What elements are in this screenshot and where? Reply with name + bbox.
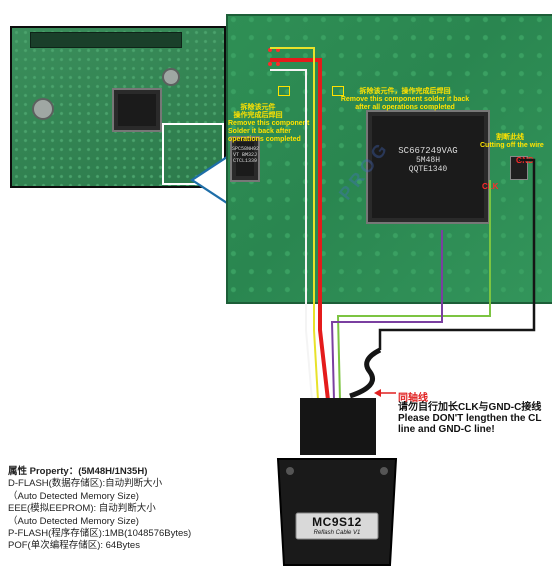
connector-label: MC9S12: [312, 515, 362, 529]
property-line: POF(单次编程存储区): 64Bytes: [8, 540, 140, 552]
side-chip: SPC58NH92 VT BM32J CTCL1339: [230, 136, 260, 182]
property-info: 属性 Property：(5M48H/1N35H) D-FLASH(数据存储区)…: [8, 466, 191, 553]
note-cut-line: 割断此线 Cutting off the wire: [480, 134, 544, 149]
small-board-capacitor: [32, 98, 54, 120]
side-chip-label: SPC58NH92 VT BM32J CTCL1339: [232, 146, 260, 164]
coax-note-en2: line and GND-C line!: [398, 424, 495, 435]
property-line: P-FLASH(程序存储区):1MB(1048576Bytes): [8, 528, 192, 540]
property-line: EEE(模拟EEPROM): 自动判断大小: [8, 503, 156, 515]
property-line: （Auto Detected Memory Size): [8, 490, 139, 502]
coax-note: 请勿自行加长CLK与GND-C接线 Please DON'T lengthen …: [398, 402, 542, 435]
coax-note-cn: 请勿自行加长CLK与GND-C接线: [398, 402, 542, 413]
removable-component-left: [278, 86, 290, 96]
small-board-capacitor: [162, 68, 180, 86]
main-chip-line2: 5M48H: [415, 156, 440, 165]
large-board-photo: SPC58NH92 VT BM32J CTCL1339 SC667249VAG …: [226, 14, 552, 304]
small-board-photo: [10, 26, 226, 188]
oscillator: [510, 156, 528, 180]
connector-sublabel: Reflash Cable V1: [313, 530, 361, 536]
small-board-highlight-frame: [162, 123, 224, 185]
pointer-triangle: [190, 155, 228, 205]
main-chip: SC667249VAG 5M48H QQTE1340: [366, 110, 490, 224]
connector-shell: [276, 458, 398, 566]
property-line: （Auto Detected Memory Size): [8, 515, 139, 527]
small-board-connector: [30, 32, 182, 48]
property-title: 属性 Property：(5M48H/1N35H): [8, 466, 148, 477]
coax-note-en1: Please DON'T lengthen the CL: [398, 413, 542, 424]
db25-connector: MC9S12 Reflash Cable V1: [272, 455, 402, 570]
solder-point: [276, 48, 280, 52]
property-line: D-FLASH(数据存储区):自动判断大小: [8, 478, 163, 490]
main-chip-line1: SC667249VAG: [398, 146, 458, 156]
note-remove-top: 拆除该元件，操作完成后焊回 Remove this component sold…: [340, 88, 470, 111]
solder-point: [268, 62, 272, 66]
removable-component-top: [332, 86, 344, 96]
coax-title: 同轴线: [398, 393, 428, 404]
main-chip-line3: QQTE1340: [408, 165, 448, 174]
small-board-chip: [112, 88, 162, 132]
solder-point: [276, 62, 280, 66]
solder-point: [268, 48, 272, 52]
